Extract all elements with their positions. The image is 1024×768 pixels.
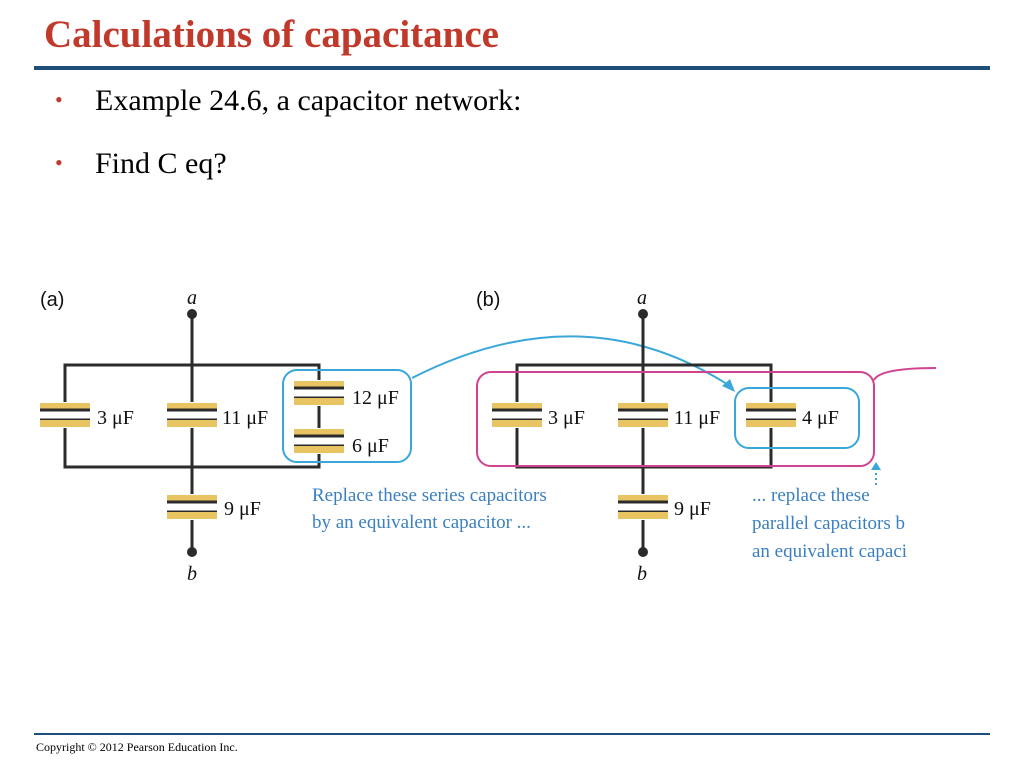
panel-b-cap-11uF-label: 11 μF	[674, 407, 720, 429]
panel-b-node-a: a	[637, 287, 647, 309]
panel-b-terminal-b	[638, 547, 648, 557]
panel-b-parallel-pointer	[873, 367, 937, 381]
panel-b-equivalent-highlight	[734, 387, 860, 449]
panel-b-cap-9uF-label: 9 μF	[674, 498, 711, 520]
panel-b-cap-9uF	[618, 494, 668, 520]
panel-b-cap-11uF	[618, 402, 668, 428]
panel-a-cap-12uF	[294, 380, 344, 406]
panel-b-node-b: b	[637, 563, 647, 585]
panel-a-cap-9uF	[167, 494, 217, 520]
panel-a-cap-9uF-label: 9 μF	[224, 498, 261, 520]
panel-b-note-line-3: an equivalent capaci	[752, 541, 907, 562]
panel-a-cap-12uF-label: 12 μF	[352, 387, 399, 409]
panel-b-cap-4uF-label: 4 μF	[802, 407, 839, 429]
panel-b-note-line-1: ... replace these	[752, 485, 870, 506]
panel-a-node-b: b	[187, 563, 197, 585]
dotted-up-arrow-icon	[871, 462, 881, 485]
replace-arrow	[411, 335, 734, 389]
panel-a-cap-11uF-label: 11 μF	[222, 407, 268, 429]
footer-divider	[34, 733, 990, 735]
panel-b-parallel-highlight	[476, 371, 875, 467]
panel-a-cap-11uF	[167, 402, 217, 428]
panel-b-cap-3uF-label: 3 μF	[548, 407, 585, 429]
bullet-text-2: Find C eq?	[95, 147, 227, 180]
replace-arrow-head	[722, 379, 735, 392]
title-divider	[34, 66, 990, 70]
panel-a-cap-3uF	[40, 402, 90, 428]
bullet-icon: •	[55, 150, 63, 175]
bullet-icon: •	[55, 87, 63, 112]
panel-a-note-line-2: by an equivalent capacitor ...	[312, 512, 531, 533]
panel-a-cap-3uF-label: 3 μF	[97, 407, 134, 429]
copyright-footer: Copyright © 2012 Pearson Education Inc.	[36, 740, 238, 754]
panel-b-cap-3uF	[492, 402, 542, 428]
panel-a-note-line-1: Replace these series capacitors	[312, 485, 547, 506]
panel-b-note-line-2: parallel capacitors b	[752, 513, 905, 534]
panel-a-label: (a)	[40, 289, 64, 311]
panel-b-terminal-a	[638, 309, 648, 319]
panel-b-cap-4uF	[746, 402, 796, 428]
panel-a-node-a: a	[187, 287, 197, 309]
panel-a-cap-6uF	[294, 428, 344, 454]
bullet-text-1: Example 24.6, a capacitor network:	[95, 84, 522, 117]
panel-a-terminal-b	[187, 547, 197, 557]
panel-a-terminal-a	[187, 309, 197, 319]
capacitor-network-figure: (a) a 3 μF 11 μF 12 μF 6 μF 9 μF b	[40, 287, 937, 585]
slide-title: Calculations of capacitance	[44, 13, 499, 56]
panel-a-cap-6uF-label: 6 μF	[352, 435, 389, 457]
panel-b-label: (b)	[476, 289, 500, 311]
panel-a-series-highlight	[282, 369, 412, 463]
